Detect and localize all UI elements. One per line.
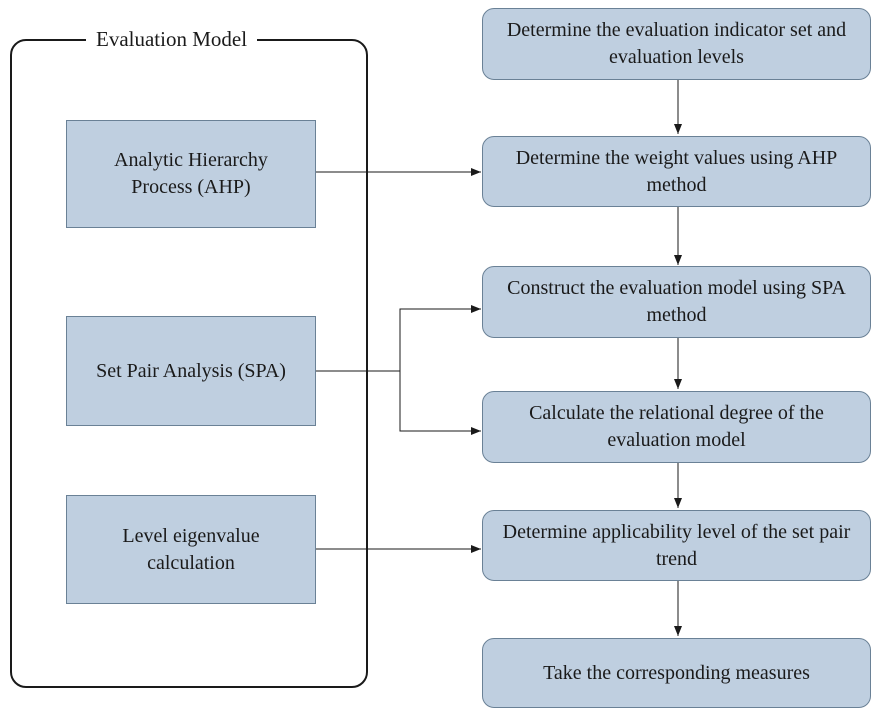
step-box-3: Construct the evaluation model using SPA… [482,266,871,338]
step-label-3: Construct the evaluation model using SPA… [507,277,846,326]
step-box-2: Determine the weight values using AHP me… [482,136,871,207]
step-box-6: Take the corresponding measures [482,638,871,708]
method-box-spa: Set Pair Analysis (SPA) [66,316,316,426]
step-box-1: Determine the evaluation indicator set a… [482,8,871,80]
method-box-ahp: Analytic Hierarchy Process (AHP) [66,120,316,228]
method-label-level: Level eigenvalue calculation [122,524,260,574]
step-box-4: Calculate the relational degree of the e… [482,391,871,463]
method-label-ahp: Analytic Hierarchy Process (AHP) [114,149,268,198]
step-label-2: Determine the weight values using AHP me… [515,146,838,196]
step-label-1: Determine the evaluation indicator set a… [506,19,847,68]
step-label-6: Take the corresponding measures [543,661,810,684]
arrow-spa-to-s3 [399,305,481,371]
step-label-5: Determine applicability level of the set… [502,520,851,570]
arrow-spa-to-s4 [399,371,481,435]
method-box-level: Level eigenvalue calculation [66,495,316,604]
method-label-spa: Set Pair Analysis (SPA) [96,359,286,382]
step-label-4: Calculate the relational degree of the e… [529,402,824,451]
evaluation-model-title: Evaluation Model [86,26,258,52]
step-box-5: Determine applicability level of the set… [482,510,871,581]
